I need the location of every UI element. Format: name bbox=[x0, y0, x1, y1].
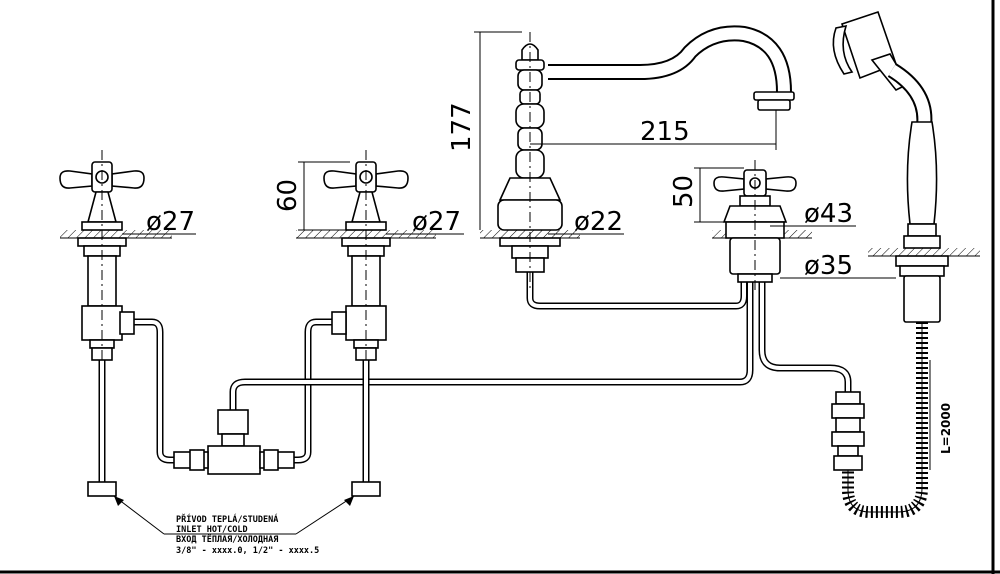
left-hot-valve bbox=[59, 150, 172, 497]
shower-holder-diameter-label: ø35 bbox=[804, 251, 853, 281]
spout-base-diameter-label: ø22 bbox=[574, 207, 623, 237]
valve-height-label: 60 bbox=[273, 179, 303, 212]
connection-pipes bbox=[98, 266, 852, 486]
left-valve-diameter-label: ø27 bbox=[146, 207, 195, 237]
diverter-valve bbox=[712, 160, 812, 290]
spout-assembly bbox=[480, 25, 795, 290]
spout-reach-label: 215 bbox=[640, 117, 690, 147]
inlet-note-line3: ВХОД ТЁПЛАЯ/ХОЛОДНАЯ bbox=[176, 534, 278, 545]
diverter-diameter-label: ø43 bbox=[804, 199, 853, 229]
diverter-height-label: 50 bbox=[669, 175, 699, 208]
inlet-note-line1: PŘÍVOD TEPLÁ/STUDENÁ bbox=[176, 513, 278, 525]
dimension-lines bbox=[113, 31, 931, 535]
hand-shower-assembly bbox=[831, 10, 980, 518]
inlet-note-line4: 3/8" - xxxx.0, 1/2" - xxxx.5 bbox=[176, 546, 319, 556]
right-valve-diameter-label: ø27 bbox=[412, 207, 461, 237]
right-cold-valve bbox=[296, 150, 436, 497]
hose-length-label: L=2000 bbox=[939, 403, 953, 454]
inlet-note-line2: INLET HOT/COLD bbox=[176, 525, 248, 535]
spout-height-label: 177 bbox=[447, 102, 477, 152]
t-piece-connector bbox=[173, 409, 295, 475]
